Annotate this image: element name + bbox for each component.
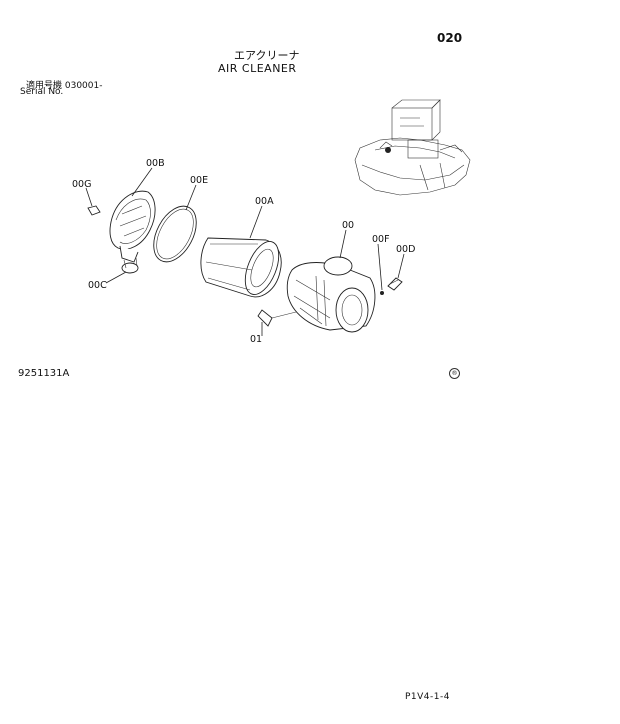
part-00F: [380, 291, 384, 295]
part-00D: [387, 277, 403, 291]
footer-code: P1V4-1-4: [405, 692, 450, 702]
leader-00E: [185, 184, 197, 211]
label-00F: 00F: [372, 234, 390, 245]
part-filter-element-00A: [200, 237, 282, 298]
label-00B: 00B: [146, 158, 165, 169]
leader-00C: [105, 271, 127, 284]
page-number: 020: [437, 31, 463, 45]
leader-00A: [249, 205, 263, 239]
machine-overview: [354, 99, 471, 196]
part-cover-00B: [109, 190, 156, 274]
part-housing-00: [257, 256, 376, 333]
registered-mark-icon: ®: [449, 368, 460, 379]
leader-00: [339, 229, 347, 259]
leader-00G: [85, 187, 93, 207]
label-01: 01: [250, 334, 262, 345]
label-00G: 00G: [72, 179, 91, 190]
figure-number: 9251131A: [18, 368, 70, 379]
part-00G: [87, 205, 101, 216]
label-00E: 00E: [190, 175, 208, 186]
page-title: AIR CLEANER: [218, 62, 297, 75]
serial-range-label: 適用号機 030001-: [26, 81, 103, 91]
leader-00F: [377, 243, 383, 291]
serial-no-label: Serial No.: [20, 87, 64, 97]
label-00D: 00D: [396, 244, 415, 255]
label-00C: 00C: [88, 280, 107, 291]
label-00: 00: [342, 220, 354, 231]
leader-00D: [397, 253, 405, 279]
leader-00B: [131, 167, 153, 197]
page-title-japanese: エアクリーナ: [234, 49, 300, 62]
part-gasket-00E: [153, 205, 197, 263]
label-00A: 00A: [255, 196, 274, 207]
